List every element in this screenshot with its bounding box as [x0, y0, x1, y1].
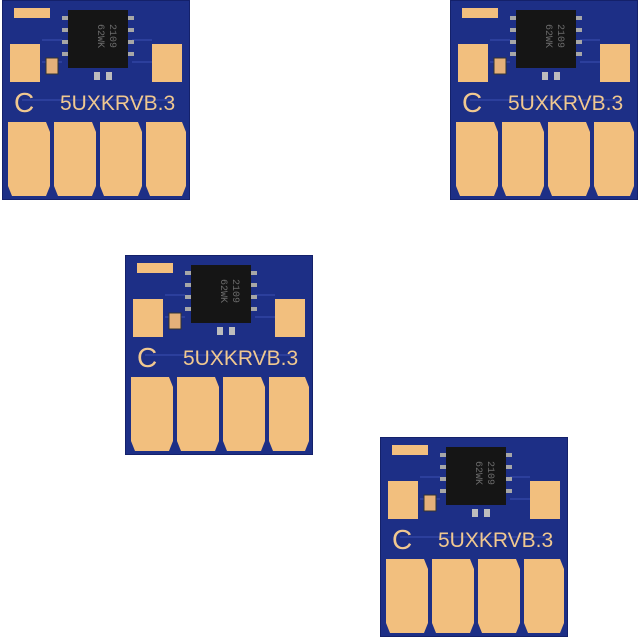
side-pad-right [275, 299, 305, 337]
ink-cartridge-chip: 2109 62WK C 5UXKRVB.3 [450, 0, 638, 200]
chip-code: 5UXKRVB.3 [438, 529, 553, 552]
side-pad-left [10, 44, 40, 82]
ic-package: 2109 62WK [185, 265, 257, 323]
contact-pads [8, 122, 186, 196]
contact-pads [386, 559, 564, 633]
ic-package: 2109 62WK [440, 447, 512, 505]
side-pad-right [530, 481, 560, 519]
ink-cartridge-chip: 2109 62WK C 5UXKRVB.3 [125, 255, 313, 455]
color-letter: C [462, 87, 482, 118]
side-pad-left [133, 299, 163, 337]
ic-marking-1: 2109 [106, 24, 117, 48]
contact-pads [456, 122, 634, 196]
ic-marking-2: 62WK [94, 24, 105, 48]
ink-cartridge-chip: 2109 62WK C 5UXKRVB.3 [2, 0, 190, 200]
resistor [168, 312, 182, 330]
ic-marking-1: 2109 [229, 279, 240, 303]
resistor [45, 57, 59, 75]
color-letter: C [392, 524, 412, 555]
resistor [423, 494, 437, 512]
top-connector-pad [462, 8, 498, 18]
ic-marking-2: 62WK [542, 24, 553, 48]
side-pad-left [388, 481, 418, 519]
chip-code: 5UXKRVB.3 [60, 92, 175, 115]
ic-marking-1: 2109 [554, 24, 565, 48]
chip-code: 5UXKRVB.3 [508, 92, 623, 115]
ic-package: 2109 62WK [62, 10, 134, 68]
ink-cartridge-chip: 2109 62WK C 5UXKRVB.3 [380, 437, 568, 637]
side-pad-right [600, 44, 630, 82]
color-letter: C [14, 87, 34, 118]
side-pad-right [152, 44, 182, 82]
ic-marking-2: 62WK [217, 279, 228, 303]
ic-marking-2: 62WK [472, 461, 483, 485]
contact-pads [131, 377, 309, 451]
top-connector-pad [137, 263, 173, 273]
resistor [493, 57, 507, 75]
color-letter: C [137, 342, 157, 373]
top-connector-pad [14, 8, 50, 18]
chip-code: 5UXKRVB.3 [183, 347, 298, 370]
ic-marking-1: 2109 [484, 461, 495, 485]
ic-package: 2109 62WK [510, 10, 582, 68]
side-pad-left [458, 44, 488, 82]
top-connector-pad [392, 445, 428, 455]
